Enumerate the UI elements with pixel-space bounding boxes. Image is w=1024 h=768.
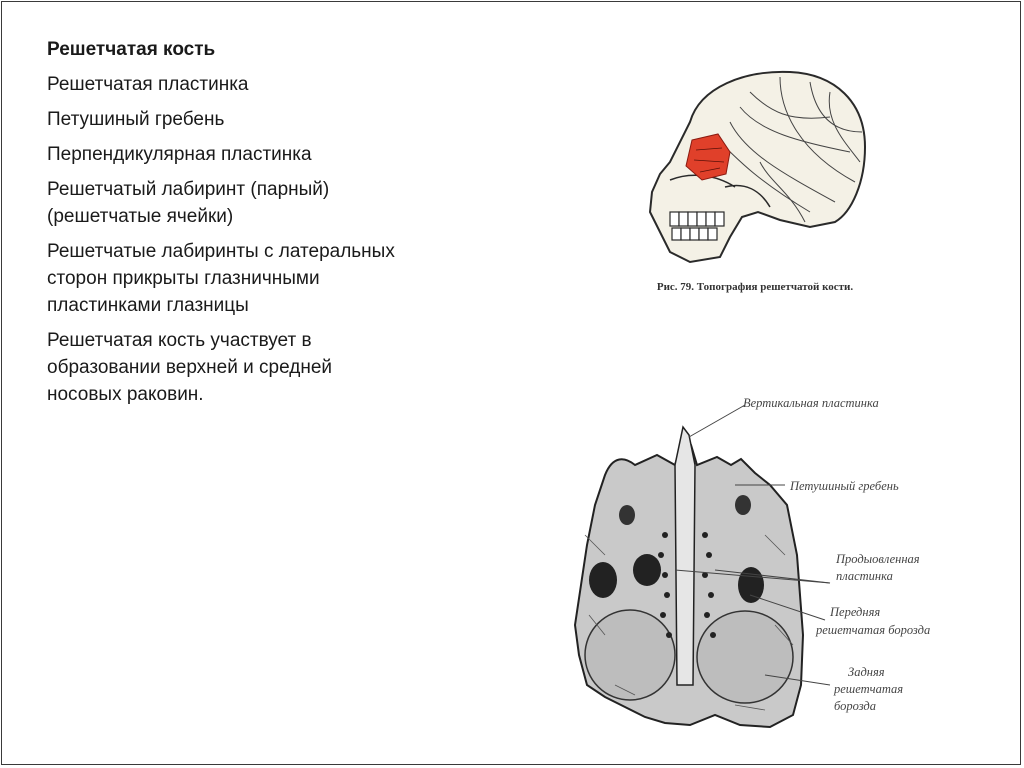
list-item: Решетчатая кость участвует в образовании… bbox=[47, 330, 332, 405]
list-item: Решетчатые лабиринты с латеральных сторо… bbox=[47, 241, 395, 316]
list-item: Перпендикулярная пластинка bbox=[47, 144, 312, 165]
label-posterior-groove-line2: решетчатая bbox=[834, 682, 904, 696]
caption-number: Рис. 79. bbox=[656, 281, 695, 293]
list-item: Решетчатая пластинка bbox=[47, 74, 249, 95]
label-cribriform-line2: пластинка bbox=[836, 569, 893, 583]
label-anterior-groove-line2: решетчатая борозда bbox=[816, 623, 931, 637]
label-cribriform-line1: Продыовленная bbox=[836, 552, 920, 566]
label-posterior-groove-line3: борозда bbox=[834, 699, 876, 713]
list-item: Петушиный гребень bbox=[47, 109, 225, 130]
label-crista-galli: Петушиный гребень bbox=[790, 479, 899, 493]
ethmoid-bone-illustration bbox=[573, 404, 831, 729]
label-posterior-groove-line1: Задняя bbox=[848, 665, 885, 679]
caption-text: Топография решетчатой кости. bbox=[696, 281, 854, 293]
label-anterior-groove-line1: Передняя bbox=[830, 605, 881, 619]
slide-text: Решетчатая кость Решетчатая пластинка Пе… bbox=[47, 36, 407, 416]
slide-title: Решетчатая кость bbox=[47, 39, 216, 60]
label-vertical-plate: Вертикальная пластинка bbox=[743, 396, 879, 410]
skull-caption: Рис. 79. Топография решетчатой кости. bbox=[630, 280, 880, 294]
list-item: Решетчатый лабиринт (парный)(решетчатые … bbox=[47, 179, 330, 227]
skull-illustration bbox=[648, 70, 867, 264]
